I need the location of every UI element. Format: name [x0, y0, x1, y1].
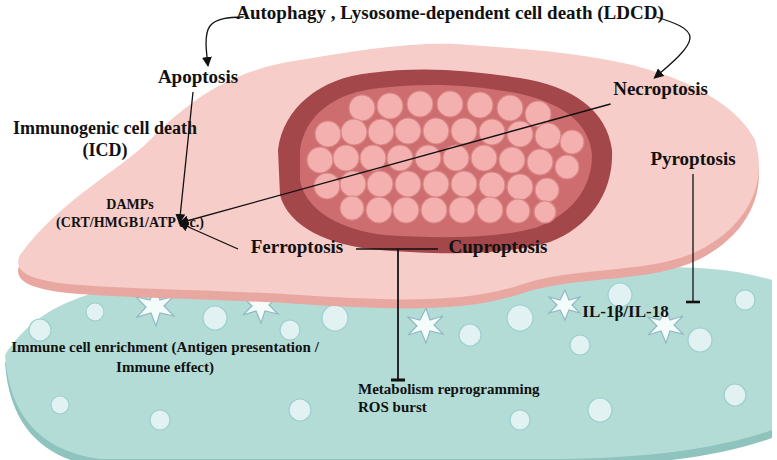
tumor-cell: [366, 197, 392, 223]
tumor-cell: [479, 119, 505, 145]
tumor-cell: [315, 121, 341, 147]
tumor-cell: [555, 155, 579, 179]
tumor-cell: [467, 92, 493, 118]
immune-cell: [735, 290, 755, 310]
node-text: Necroptosis: [598, 78, 723, 101]
tumor-cell: [451, 171, 477, 197]
tumor-cell: [423, 118, 449, 144]
tumor-cell: [449, 197, 475, 223]
node-text: Metabolism reprogramming ROS burst: [358, 380, 558, 416]
death-type-label: Necroptosis: [598, 78, 723, 104]
tumor-cell: [307, 147, 333, 173]
tumor-core: [300, 85, 592, 237]
immune-cell: [29, 319, 51, 341]
immune-cell: [322, 305, 348, 331]
tumor-cell: [314, 173, 340, 199]
death-type-label: Ferroptosis: [238, 236, 356, 262]
tissue-layer-surface: [18, 44, 759, 300]
immune-cell: [86, 303, 104, 321]
tumor-cell: [437, 91, 463, 117]
node-text: Pyroptosis: [638, 148, 748, 171]
tumor-cell: [333, 145, 359, 171]
tumor-cell: [535, 123, 561, 149]
immune-cell: [51, 396, 69, 414]
tumor-cell: [534, 201, 556, 223]
node-text: Cuproptosis: [438, 236, 558, 259]
tissue-layer: [18, 44, 759, 309]
connector: [206, 17, 244, 66]
tumor-cell: [341, 119, 367, 145]
tumor-cell: [507, 121, 533, 147]
immune-cell: [507, 305, 533, 331]
tumor: [278, 69, 612, 253]
connector: [179, 104, 610, 223]
tumor-cell: [415, 145, 441, 171]
tumor-cell: [349, 95, 375, 121]
tumor-rim: [278, 69, 612, 253]
death-type-label: Immunogenic cell death (ICD): [5, 118, 205, 223]
tumor-cell: [479, 172, 505, 198]
tumor-cell: [395, 118, 421, 144]
connector: [356, 249, 398, 380]
effect-note: Immune cell enrichment (Antigen presenta…: [5, 338, 325, 377]
immune-cell: [203, 306, 227, 330]
tumor-cell: [499, 147, 525, 173]
tumor-cell: [535, 178, 559, 202]
immune-cell: [459, 324, 481, 346]
immune-cell: [150, 410, 170, 430]
tumor-cell: [395, 171, 421, 197]
connector: [179, 92, 193, 223]
tumor-cell: [451, 118, 477, 144]
tumor-cell: [477, 197, 503, 223]
immune-cell: [688, 328, 712, 352]
tumor-cell: [368, 119, 394, 145]
tumor-cell: [377, 93, 403, 119]
cytokine-label: IL-1β/IL-18: [553, 302, 698, 326]
immune-cell: [280, 320, 300, 340]
tumor-cell: [560, 130, 584, 154]
immune-cell: [510, 410, 530, 430]
tumor-cell: [497, 95, 523, 121]
tumor-cell: [421, 197, 447, 223]
tumor-cell: [340, 196, 364, 220]
tumor-cell: [423, 171, 449, 197]
dendritic-cell: [549, 290, 580, 320]
tumor-cells: [307, 91, 584, 223]
immune-cell: [570, 335, 590, 355]
tumor-cell: [393, 197, 419, 223]
tumor-cell: [471, 145, 497, 171]
process-heading: Autophagy , Lysosome-dependent cell deat…: [235, 2, 665, 52]
node-text: Autophagy , Lysosome-dependent cell deat…: [235, 2, 665, 25]
connector: [692, 174, 693, 302]
effect-label: Metabolism reprogramming ROS burst: [358, 380, 558, 424]
tumor-cell: [387, 145, 413, 171]
death-type-label: Pyroptosis: [638, 148, 748, 174]
tumor-cell: [367, 171, 393, 197]
node-text: Apoptosis: [148, 66, 248, 89]
death-type-label: Apoptosis: [148, 66, 248, 92]
dendritic-cell: [408, 308, 443, 343]
tumor-cell: [507, 174, 533, 200]
death-type-label: Cuproptosis: [438, 236, 558, 262]
tumor-cell: [527, 149, 553, 175]
immune-cell: [289, 399, 311, 421]
immune-cell: [724, 384, 746, 406]
connector: [654, 17, 690, 78]
node-text: Ferroptosis: [238, 236, 356, 259]
node-text: IL-1β/IL-18: [553, 302, 698, 322]
tumor-cell: [506, 199, 530, 223]
tumor-cell: [407, 91, 433, 117]
node-text: Immunogenic cell death (ICD): [5, 118, 205, 161]
signal-note: DAMPs (CRT/HMGB1/ATP etc.): [45, 196, 215, 232]
immune-cell: [588, 398, 612, 422]
connector: [398, 249, 438, 380]
